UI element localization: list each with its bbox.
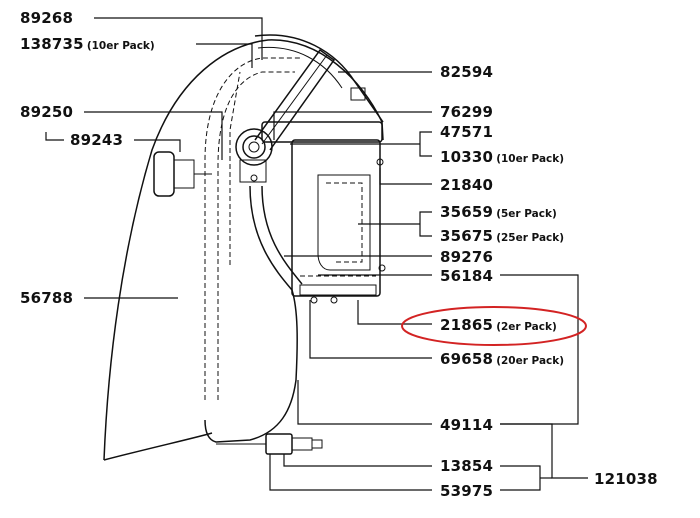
air-hose — [204, 185, 298, 443]
hood-shell — [103, 39, 384, 461]
label-76299: 76299 — [440, 103, 493, 121]
vent-window — [350, 87, 366, 101]
label-53975: 53975 — [440, 482, 493, 500]
helmet-drawing — [103, 34, 386, 461]
label-89250: 89250 — [20, 103, 73, 121]
label-89276: 89276 — [440, 248, 493, 266]
label-121038: 121038 — [594, 470, 658, 488]
hood-bottom-edge — [103, 432, 213, 461]
front-screw — [378, 264, 386, 272]
hose-nipple — [311, 439, 323, 449]
label-35659: 35659(5er Pack) — [440, 203, 557, 221]
bracket-screw — [250, 174, 258, 182]
pivot-knob — [242, 135, 266, 159]
label-21840: 21840 — [440, 176, 493, 194]
leader-lines — [45, 17, 588, 491]
inner-contour-2 — [217, 71, 295, 400]
label-21865: 21865(2er Pack) — [440, 316, 557, 334]
label-82594: 82594 — [440, 63, 493, 81]
air-hose-outer — [261, 185, 303, 285]
label-138735: 138735(10er Pack) — [20, 35, 155, 53]
base-screw-2 — [330, 296, 338, 304]
pivot-ring — [235, 128, 273, 166]
label-49114: 49114 — [440, 416, 493, 434]
side-screw — [376, 158, 384, 166]
adjust-knob — [153, 151, 175, 197]
label-47571: 47571 — [440, 123, 493, 141]
inner-contour-3 — [229, 71, 241, 265]
visor-inner — [257, 46, 343, 89]
visor-rim — [254, 34, 384, 123]
inner-contour-1 — [204, 57, 300, 400]
filter-dashed — [326, 182, 363, 263]
head-band-inner — [261, 54, 328, 145]
part-labels: 89268 138735(10er Pack) 82594 89250 7629… — [20, 9, 658, 500]
label-89243: 89243 — [70, 131, 123, 149]
label-35675: 35675(25er Pack) — [440, 227, 564, 245]
label-13854: 13854 — [440, 457, 493, 475]
label-89268: 89268 — [20, 9, 73, 27]
label-69658: 69658(20er Pack) — [440, 350, 564, 368]
hose-connector — [265, 433, 293, 455]
pivot-bracket — [239, 159, 267, 183]
label-10330: 10330(10er Pack) — [440, 148, 564, 166]
housing-top — [261, 121, 383, 143]
label-56184: 56184 — [440, 267, 493, 285]
filter-housing — [291, 139, 381, 297]
filter-insert — [317, 174, 371, 271]
adjust-knob-base — [173, 159, 195, 189]
hose-coupling — [291, 437, 313, 451]
pivot-knob-inner — [248, 141, 260, 153]
base-screw-1 — [310, 296, 318, 304]
label-56788: 56788 — [20, 289, 73, 307]
housing-base — [299, 284, 377, 296]
highlight-ellipse — [401, 306, 587, 346]
